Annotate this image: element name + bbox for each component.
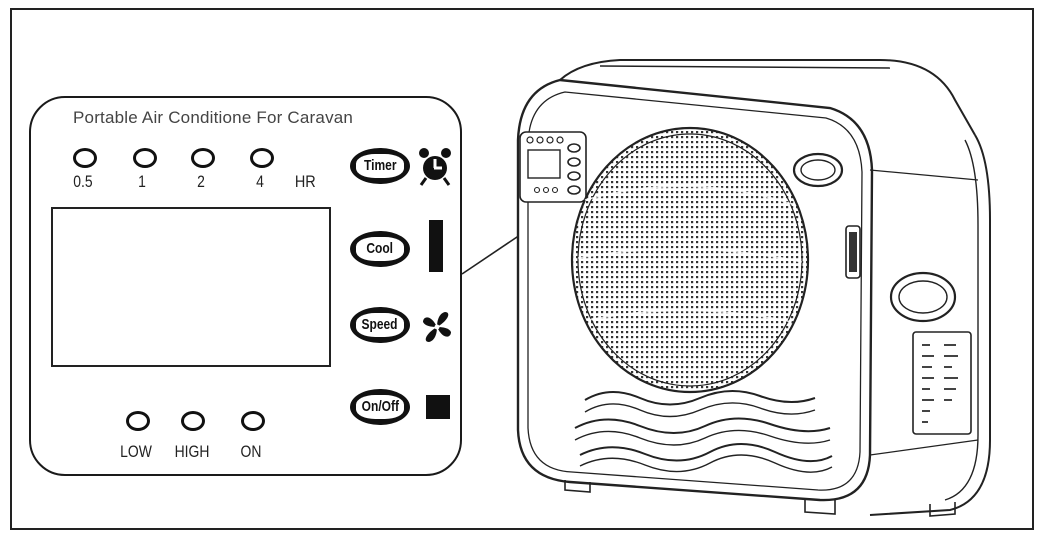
onoff-button-label: On/Off [361, 398, 399, 415]
status-led-high [181, 411, 205, 431]
timer-unit-label: HR [294, 172, 316, 191]
timer-led-4 [250, 148, 274, 168]
timer-led-0-5 [73, 148, 97, 168]
status-label-high: HIGH [174, 442, 210, 461]
timer-label-0-5: 0.5 [73, 172, 93, 191]
cool-bar-icon [429, 220, 443, 272]
timer-label-4: 4 [256, 172, 264, 191]
status-led-on [241, 411, 265, 431]
speed-button-label: Speed [361, 316, 398, 333]
status-label-on: ON [240, 442, 262, 461]
figure-frame [10, 8, 1034, 530]
cool-button-label: Cool [366, 240, 394, 257]
power-square-icon [426, 395, 450, 419]
status-led-low [126, 411, 150, 431]
control-panel: Portable Air Conditione For Caravan 0.5 … [29, 96, 462, 476]
alarm-clock-icon [419, 148, 451, 186]
timer-led-1 [133, 148, 157, 168]
cool-button: Cool [350, 231, 410, 267]
panel-title: Portable Air Conditione For Caravan [73, 108, 354, 127]
timer-label-2: 2 [197, 172, 205, 191]
timer-button-label: Timer [363, 157, 397, 174]
timer-button: Timer [350, 148, 410, 184]
timer-led-2 [191, 148, 215, 168]
speed-button: Speed [350, 307, 410, 343]
lcd-display [51, 207, 331, 367]
fan-icon [423, 312, 451, 342]
timer-label-1: 1 [138, 172, 146, 191]
status-label-low: LOW [120, 442, 152, 461]
onoff-button: On/Off [350, 389, 410, 425]
